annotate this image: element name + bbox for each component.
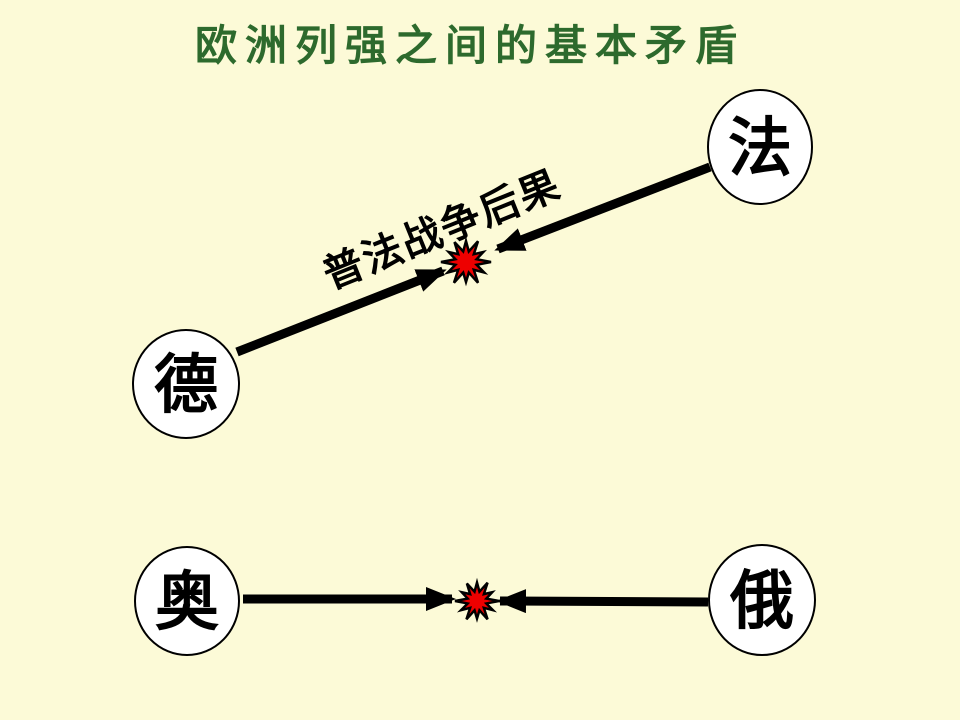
arrow-from-germany	[235, 266, 447, 357]
node-france: 法	[707, 89, 813, 205]
franco-prussian-war-label: 普法战争后果	[316, 161, 567, 299]
node-france-circle	[707, 89, 813, 205]
node-russia: 俄	[708, 544, 816, 656]
arrow-from-russia	[496, 589, 709, 614]
collision-burst-top-icon	[440, 236, 492, 287]
node-germany-label: 德	[154, 348, 218, 423]
node-russia-label: 俄	[729, 564, 794, 639]
slide-title: 欧洲列强之间的基本矛盾	[194, 21, 745, 70]
node-germany-circle	[132, 329, 240, 439]
node-france-label: 法	[728, 111, 792, 186]
node-austria-circle	[134, 546, 240, 656]
node-germany: 德	[132, 329, 240, 439]
node-austria-label: 奥	[155, 565, 219, 640]
arrow-from-france	[494, 162, 712, 254]
node-russia-circle	[708, 544, 816, 656]
collision-burst-bottom-icon	[454, 577, 500, 623]
node-austria: 奥	[134, 546, 240, 656]
